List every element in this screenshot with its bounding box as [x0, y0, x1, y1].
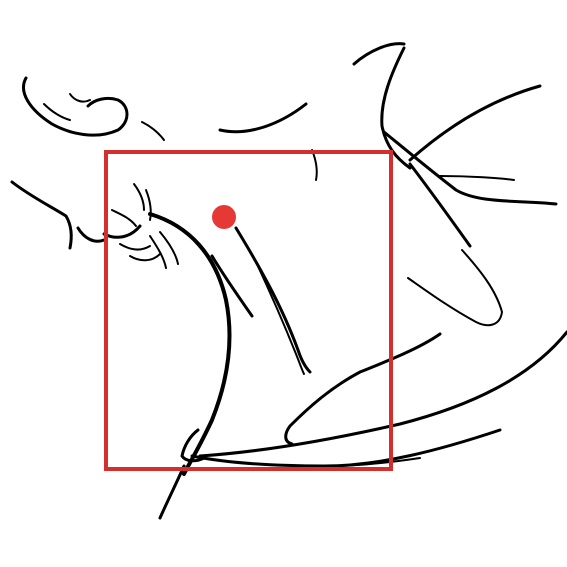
- sketch-stroke: [407, 249, 503, 327]
- sketch-stroke: [311, 149, 318, 181]
- sketch-stroke: [408, 162, 472, 248]
- sketch-stroke: [284, 332, 442, 446]
- sketch-stroke: [129, 253, 161, 262]
- sketch-stroke: [158, 464, 186, 520]
- sketch-stroke: [380, 46, 412, 170]
- sketch-stroke: [408, 84, 542, 162]
- sketch-stroke: [210, 254, 254, 318]
- sketch-stroke: [159, 231, 179, 265]
- marker-dot: [212, 205, 236, 229]
- sketch-stroke: [76, 226, 106, 243]
- sketch-stroke: [133, 183, 145, 211]
- sketch-stroke: [148, 212, 232, 476]
- sketch-stroke: [255, 261, 305, 375]
- sketch-stroke: [234, 226, 312, 374]
- sketch-stroke: [141, 121, 165, 141]
- sketch-stroke: [119, 243, 151, 251]
- sketch-stroke: [382, 130, 558, 206]
- sketch-stroke: [43, 103, 71, 121]
- sketch-stroke: [180, 428, 206, 463]
- sketch-stroke: [149, 235, 167, 269]
- sketch-stroke: [10, 180, 73, 250]
- sketch-stroke: [299, 457, 421, 468]
- sketch-stroke: [102, 224, 142, 239]
- sketch-stroke: [145, 189, 152, 221]
- sketch-stroke: [111, 209, 137, 227]
- sketch-strokes: [10, 42, 567, 520]
- sketch-stroke: [352, 42, 406, 66]
- sketch-stroke: [22, 76, 129, 137]
- sketch-stroke: [69, 93, 91, 103]
- sketch-stroke: [439, 175, 515, 181]
- sketch-stroke: [218, 102, 308, 134]
- sketch-stroke: [198, 330, 567, 458]
- selection-box: [104, 150, 393, 471]
